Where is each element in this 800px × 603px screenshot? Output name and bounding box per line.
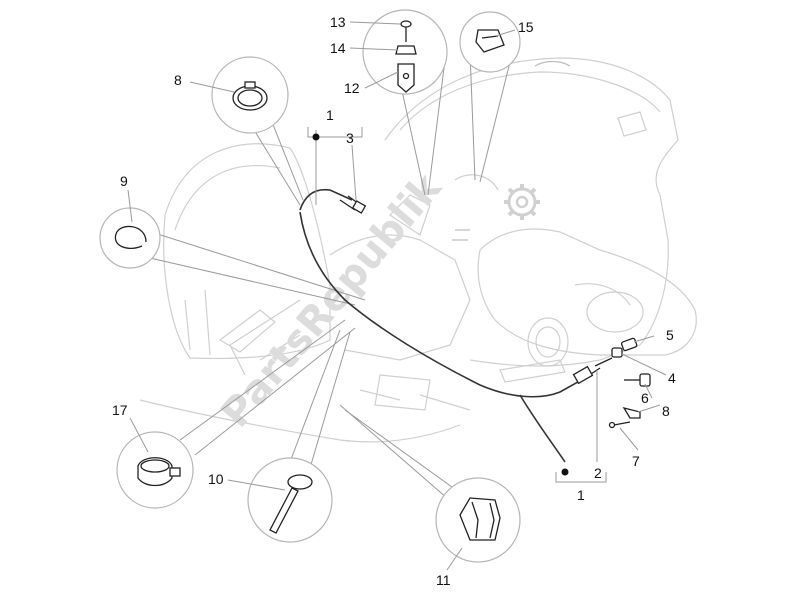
callout-circle-11 [247,457,333,543]
part-labels: 13 14 12 15 8 9 1 3 5 4 6 8 7 2 1 17 10 … [112,14,676,588]
callout-circle-9 [211,56,289,134]
watermark-text: PartsRepublik [212,164,451,436]
label-13: 12 [344,80,360,96]
callout-circle-10 [99,207,161,269]
label-14: 13 [330,14,346,30]
callout-circle-13-15 [362,9,448,95]
label-leaders [127,21,667,571]
callout-circle-16 [459,11,521,73]
part-5-shape [620,337,638,352]
part-8-shape [622,406,641,419]
label-9: 8 [174,72,182,88]
label-15: 14 [330,40,346,56]
label-11: 10 [208,471,224,487]
callout-circle-12 [435,477,521,563]
label-2: 2 [594,465,602,481]
small-parts-right [608,337,651,429]
label-10: 9 [120,173,128,189]
label-1-bottom: 1 [577,487,585,503]
part-4-shape [611,347,623,358]
bullet-dot-icon [561,468,569,476]
bracket-bottom [555,468,607,483]
scooter-frame-ghost [139,57,697,443]
callout-circle-17 [116,431,194,509]
main-cable [299,188,613,463]
label-6: 6 [641,390,649,406]
label-1-top: 1 [326,107,334,123]
label-8: 8 [662,403,670,419]
label-17: 17 [112,402,128,418]
label-5: 5 [666,327,674,343]
bracket-top [307,127,363,141]
label-16: 15 [518,19,534,35]
label-12: 11 [436,572,451,588]
label-4: 4 [668,370,676,386]
gear-icon [504,184,540,220]
part-7-shape [613,421,631,426]
bullet-dot-icon [312,133,320,141]
label-7: 7 [632,453,640,469]
label-3: 3 [346,130,354,146]
